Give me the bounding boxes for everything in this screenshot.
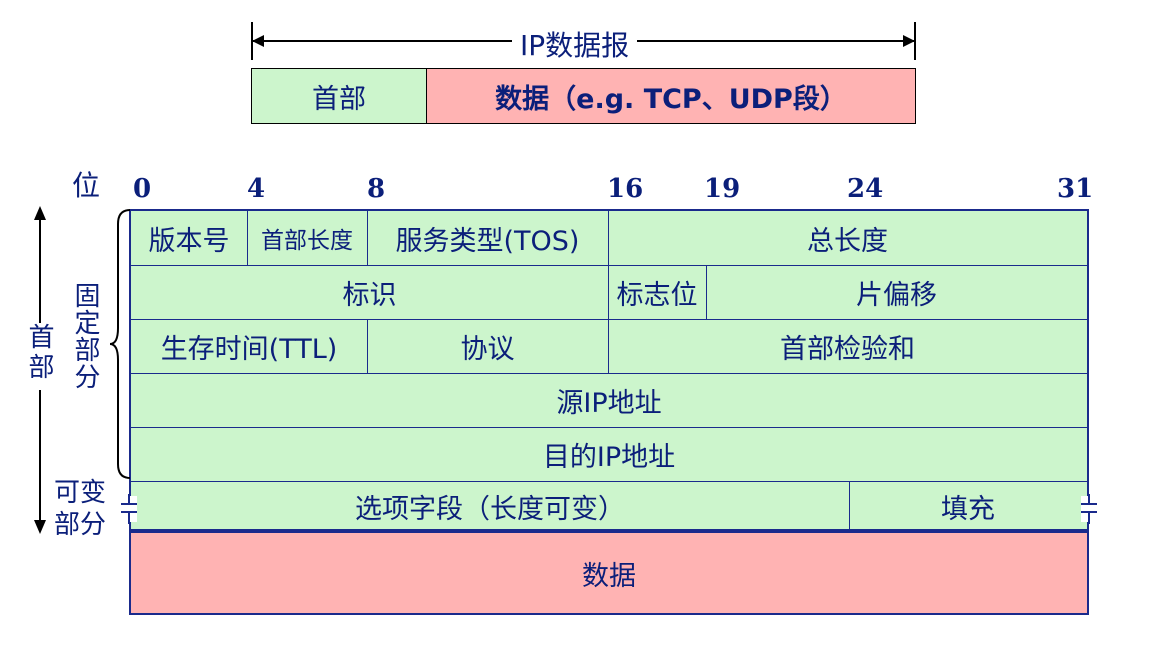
field-total-length: 总长度: [807, 225, 888, 257]
field-version: 版本号: [148, 225, 230, 257]
variable-part-line2: 部分: [54, 510, 107, 540]
field-tos: 服务类型(TOS): [395, 225, 580, 257]
bit-16: 16: [607, 174, 644, 204]
field-source-ip: 源IP地址: [556, 387, 662, 419]
field-padding: 填充: [941, 493, 995, 525]
arrow-left-icon: [252, 35, 264, 47]
col-divider: [706, 265, 707, 319]
col-divider: [367, 211, 368, 265]
row-divider: [131, 481, 1087, 482]
header-annotation: 首部: [22, 323, 56, 390]
field-ttl: 生存时间(TTL): [160, 333, 338, 365]
bit-4: 4: [247, 174, 266, 204]
data-block-label: 数据: [582, 560, 636, 592]
row-divider: [131, 319, 1087, 320]
bit-24: 24: [847, 174, 884, 204]
datagram-data-box: 数据（e.g. TCP、UDP段）: [427, 68, 916, 124]
datagram-title: IP数据报: [512, 24, 638, 64]
field-fragment-offset: 片偏移: [856, 279, 937, 311]
col-divider: [247, 211, 248, 265]
data-block: 数据: [129, 531, 1089, 615]
field-header-checksum: 首部检验和: [780, 333, 915, 365]
col-divider: [367, 319, 368, 373]
row-divider: [131, 373, 1087, 374]
fixed-part-annotation: 固定部分: [68, 282, 102, 397]
field-identification: 标识: [342, 279, 397, 311]
bit-axis-label: 位: [72, 169, 101, 202]
fixed-part-annotation-text: 固定部分: [70, 282, 100, 390]
field-flags: 标志位: [616, 279, 698, 311]
arrow-right-icon: [903, 35, 915, 47]
header-annotation-text: 首部: [24, 323, 54, 383]
datagram-header-box: 首部: [251, 68, 427, 124]
col-divider: [849, 481, 850, 531]
field-destination-ip: 目的IP地址: [542, 441, 676, 473]
variable-part-line1: 可变: [54, 478, 107, 508]
fixed-part-brace-icon: [110, 209, 131, 479]
bit-0: 0: [133, 174, 152, 204]
datagram-header-label: 首部: [312, 83, 366, 115]
bit-19: 19: [704, 174, 741, 204]
datagram-data-label: 数据（e.g. TCP、UDP段）: [495, 83, 847, 115]
field-options: 选项字段（长度可变）: [355, 493, 625, 525]
break-mark-right-icon: [1081, 494, 1097, 524]
col-divider: [608, 211, 609, 373]
field-ihl: 首部长度: [261, 228, 353, 254]
field-protocol: 协议: [460, 333, 515, 365]
row-divider: [131, 265, 1087, 266]
bit-31: 31: [1057, 174, 1094, 204]
bit-8: 8: [367, 174, 386, 204]
break-mark-left-icon: [121, 494, 137, 524]
row-divider: [131, 427, 1087, 428]
ip-header-table: 版本号 首部长度 服务类型(TOS) 总长度 标识 标志位 片偏移 生存时间(T…: [129, 209, 1089, 531]
